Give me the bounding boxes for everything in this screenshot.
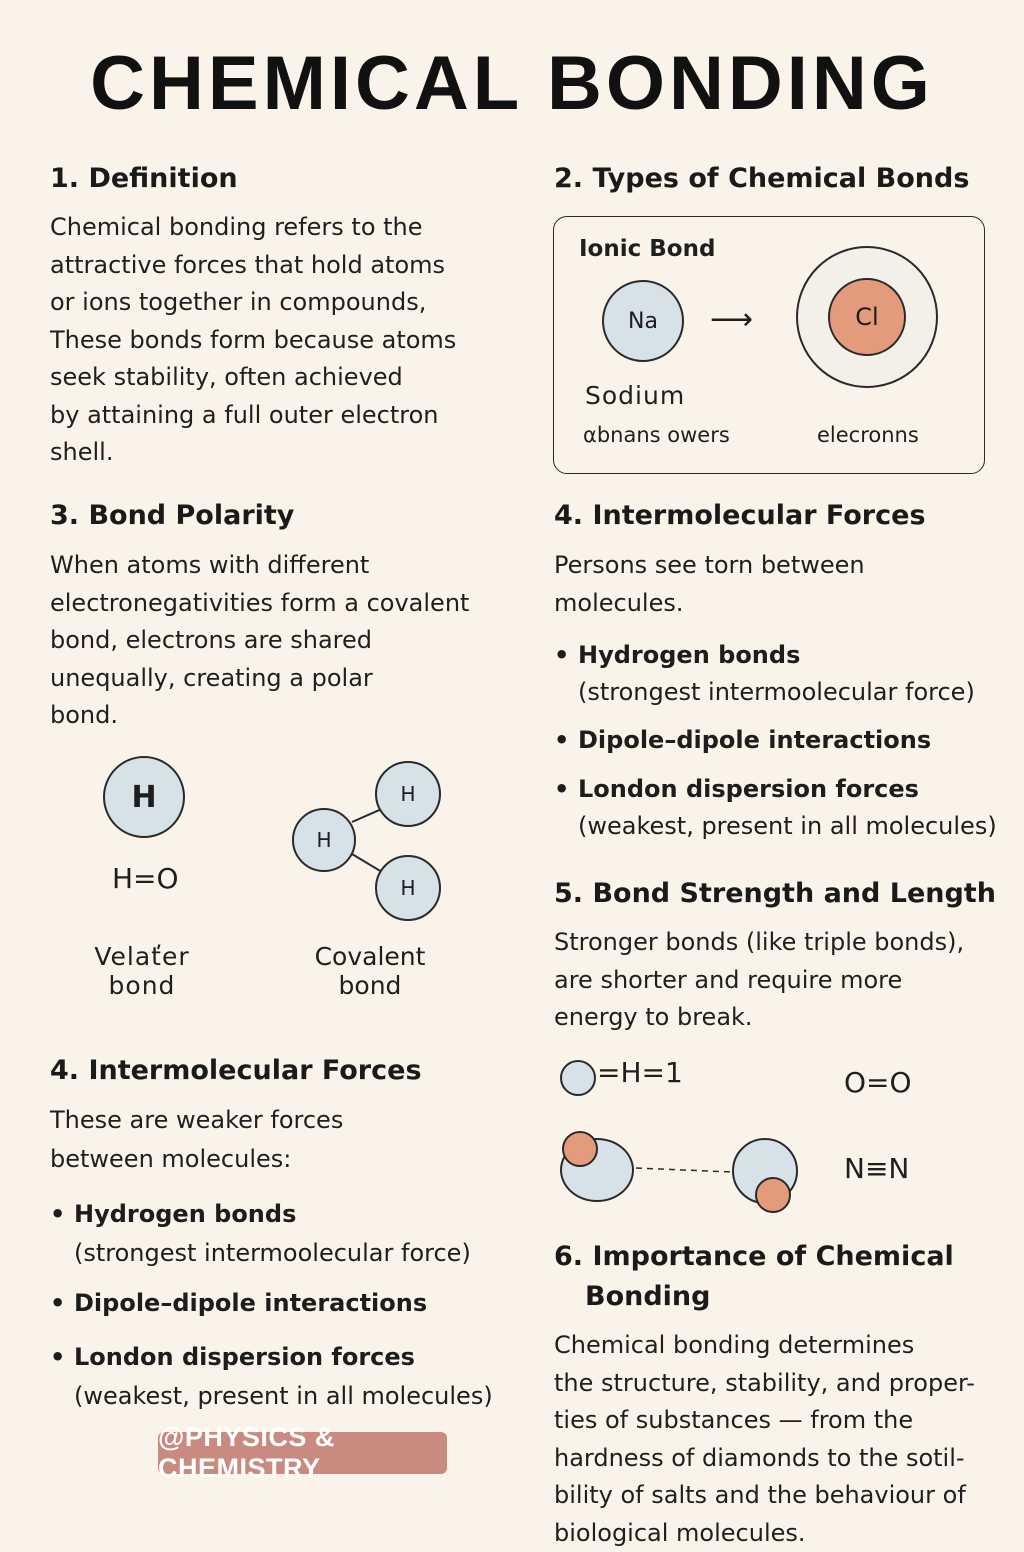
bullet-note: (strongest intermoolecular force)	[554, 674, 975, 711]
bullet-icon: •	[50, 1195, 65, 1234]
hydrogen-atom-top: H	[375, 761, 441, 827]
atom-symbol: H	[400, 876, 415, 900]
electron-right-icon	[755, 1177, 791, 1213]
bullet-title: Dipole–dipole interactions	[50, 1285, 427, 1322]
text-line: These are weaker forces	[50, 1101, 343, 1140]
bullet-icon: •	[50, 1285, 65, 1322]
bullet-icon: •	[554, 637, 569, 674]
hydrogen-atom-center: H	[292, 808, 356, 872]
bond-formula-1: =H=1	[597, 1056, 683, 1089]
text-line: the structure, stability, and proper-	[554, 1365, 975, 1403]
text-line: energy to break.	[554, 999, 964, 1037]
importance-heading-line2: Bonding	[585, 1281, 710, 1312]
intermolecular-left-text: These are weaker forces between molecule…	[50, 1101, 343, 1179]
strength-text: Stronger bonds (like triple bonds), are …	[554, 924, 964, 1037]
text-line: biological molecules.	[554, 1515, 975, 1552]
small-atom-icon	[560, 1060, 596, 1096]
atom-symbol: H	[400, 782, 415, 806]
text-line: ties of substances — from the	[554, 1402, 975, 1440]
text-line: Chemical bonding determines	[554, 1327, 975, 1365]
intermolecular-left-heading: 4. Intermolecular Forces	[50, 1055, 422, 1086]
bullet-item: • Dipole–dipole interactions	[554, 722, 931, 759]
bullet-item: • London dispersion forces (weakest, pre…	[50, 1338, 493, 1416]
text-line: molecules.	[554, 585, 865, 623]
strength-heading: 5. Bond Strength and Length	[554, 878, 996, 909]
bullet-icon: •	[50, 1338, 65, 1377]
bullet-title: Hydrogen bonds	[554, 637, 975, 674]
text-line: Stronger bonds (like triple bonds),	[554, 924, 964, 962]
bullet-item: • Dipole–dipole interactions	[50, 1285, 427, 1322]
intermolecular-right-text: Persons see torn between molecules.	[554, 547, 865, 622]
intermolecular-right-heading: 4. Intermolecular Forces	[554, 500, 926, 531]
bullet-icon: •	[554, 722, 569, 759]
covalent-bond-label: Covalent bond	[300, 942, 440, 1000]
bullet-item: • London dispersion forces (weakest, pre…	[554, 771, 997, 845]
bullet-title: Dipole–dipole interactions	[554, 722, 931, 759]
bullet-icon: •	[554, 771, 569, 808]
nitrogen-triple-bond: N≡N	[844, 1152, 909, 1185]
hydrogen-atom-bottom: H	[375, 855, 441, 921]
text-line: are shorter and require more	[554, 962, 964, 1000]
atom-symbol: H	[316, 828, 331, 852]
bullet-item: • Hydrogen bonds (strongest intermoolecu…	[50, 1195, 471, 1273]
label-line: Covalent	[300, 942, 440, 971]
label-line: bond	[300, 971, 440, 1000]
text-line: between molecules:	[50, 1140, 343, 1179]
bullet-item: • Hydrogen bonds (strongest intermoolecu…	[554, 637, 975, 711]
watermark-badge: @PHYSICS & CHEMISTRY	[158, 1432, 447, 1474]
bullet-note: (strongest intermoolecular force)	[50, 1234, 471, 1273]
text-line: hardness of diamonds to the sotil-	[554, 1440, 975, 1478]
bullet-note: (weakest, present in all molecules)	[50, 1377, 493, 1416]
importance-heading: 6. Importance of Chemical	[554, 1241, 954, 1272]
electron-left-icon	[562, 1131, 598, 1167]
oxygen-double-bond: O=O	[844, 1066, 912, 1099]
text-line: Persons see torn between	[554, 547, 865, 585]
bullet-title: London dispersion forces	[554, 771, 997, 808]
text-line: bility of salts and the behaviour of	[554, 1477, 975, 1515]
importance-text: Chemical bonding determines the structur…	[554, 1327, 975, 1552]
bullet-title: Hydrogen bonds	[50, 1195, 471, 1234]
bullet-title: London dispersion forces	[50, 1338, 493, 1377]
bullet-note: (weakest, present in all molecules)	[554, 808, 997, 845]
